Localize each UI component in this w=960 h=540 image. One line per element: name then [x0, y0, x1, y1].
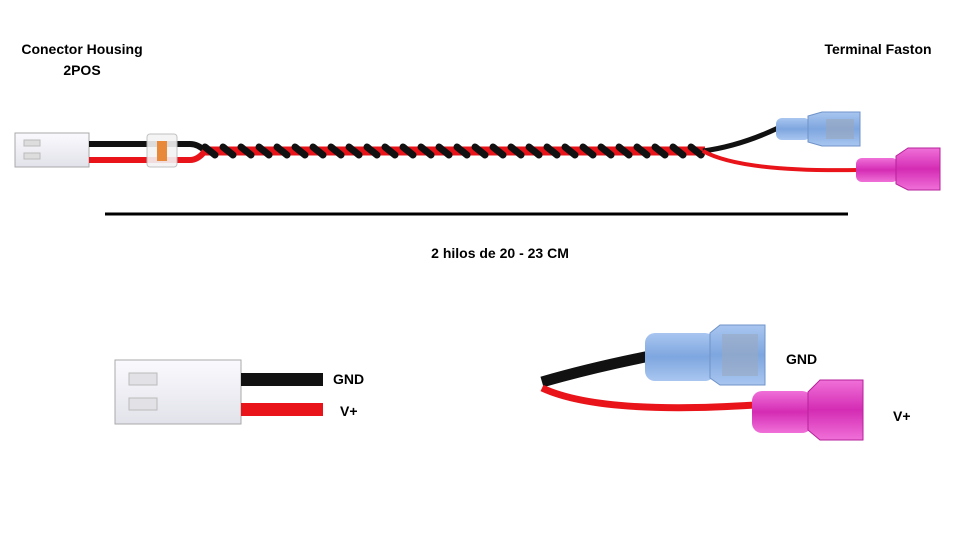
housing-gnd-label: GND	[333, 371, 364, 387]
black-wire	[702, 125, 780, 154]
connector-title: Conector Housing	[21, 41, 142, 57]
twist-black-segment	[345, 143, 363, 159]
twist-black-segment	[615, 143, 633, 159]
twist-black-segment	[687, 143, 705, 159]
twist-black-segment	[561, 143, 579, 159]
faston-gnd-label: GND	[786, 351, 817, 367]
twist-black-segment	[489, 143, 507, 159]
housing-connector	[114, 359, 242, 425]
housing-slot	[23, 139, 41, 147]
twist-black-segment	[669, 143, 687, 159]
twist-black-segment	[633, 143, 651, 159]
housing-connector	[14, 132, 90, 168]
twist-black-segment	[417, 143, 435, 159]
faston-detail	[540, 324, 864, 441]
pink-faston-terminal	[856, 147, 941, 191]
twist-black-segment	[579, 143, 597, 159]
red-wire	[189, 149, 208, 163]
top-cable-assembly	[14, 111, 941, 191]
twist-black-segment	[435, 143, 453, 159]
twist-black-segment	[219, 143, 237, 159]
pink-faston-terminal	[752, 379, 864, 441]
housing-vplus-label: V+	[340, 403, 358, 419]
twist-black-segment	[363, 143, 381, 159]
housing-slot	[128, 372, 158, 386]
inline-fuse-icon	[157, 141, 167, 161]
red-wire	[540, 384, 756, 412]
blue-faston-terminal	[645, 324, 766, 386]
connector-subtitle: 2POS	[63, 62, 100, 78]
twist-black-segment	[543, 143, 561, 159]
blue-faston-terminal	[776, 111, 861, 147]
red-wire	[241, 403, 323, 416]
black-wire	[540, 350, 652, 388]
twist-black-segment	[597, 143, 615, 159]
twist-black-segment	[651, 143, 669, 159]
terminal-title: Terminal Faston	[824, 41, 931, 57]
twist-black-segment	[327, 143, 345, 159]
twist-black-segment	[471, 143, 489, 159]
twist-black-segment	[381, 143, 399, 159]
housing-detail	[114, 359, 323, 425]
twist-black-segment	[273, 143, 291, 159]
housing-slot	[23, 152, 41, 160]
twist-black-segment	[237, 143, 255, 159]
twist-black-segment	[453, 143, 471, 159]
black-wire	[241, 373, 323, 386]
red-wire	[702, 149, 859, 173]
faston-vplus-label: V+	[893, 408, 911, 424]
twist-black-segment	[255, 143, 273, 159]
twisted-wire-pair	[201, 143, 705, 159]
twist-black-segment	[291, 143, 309, 159]
housing-slot	[128, 397, 158, 411]
twist-black-segment	[507, 143, 525, 159]
twist-black-segment	[201, 143, 219, 159]
length-note: 2 hilos de 20 - 23 CM	[431, 245, 569, 261]
twist-black-segment	[399, 143, 417, 159]
twist-black-segment	[525, 143, 543, 159]
twist-black-segment	[309, 143, 327, 159]
